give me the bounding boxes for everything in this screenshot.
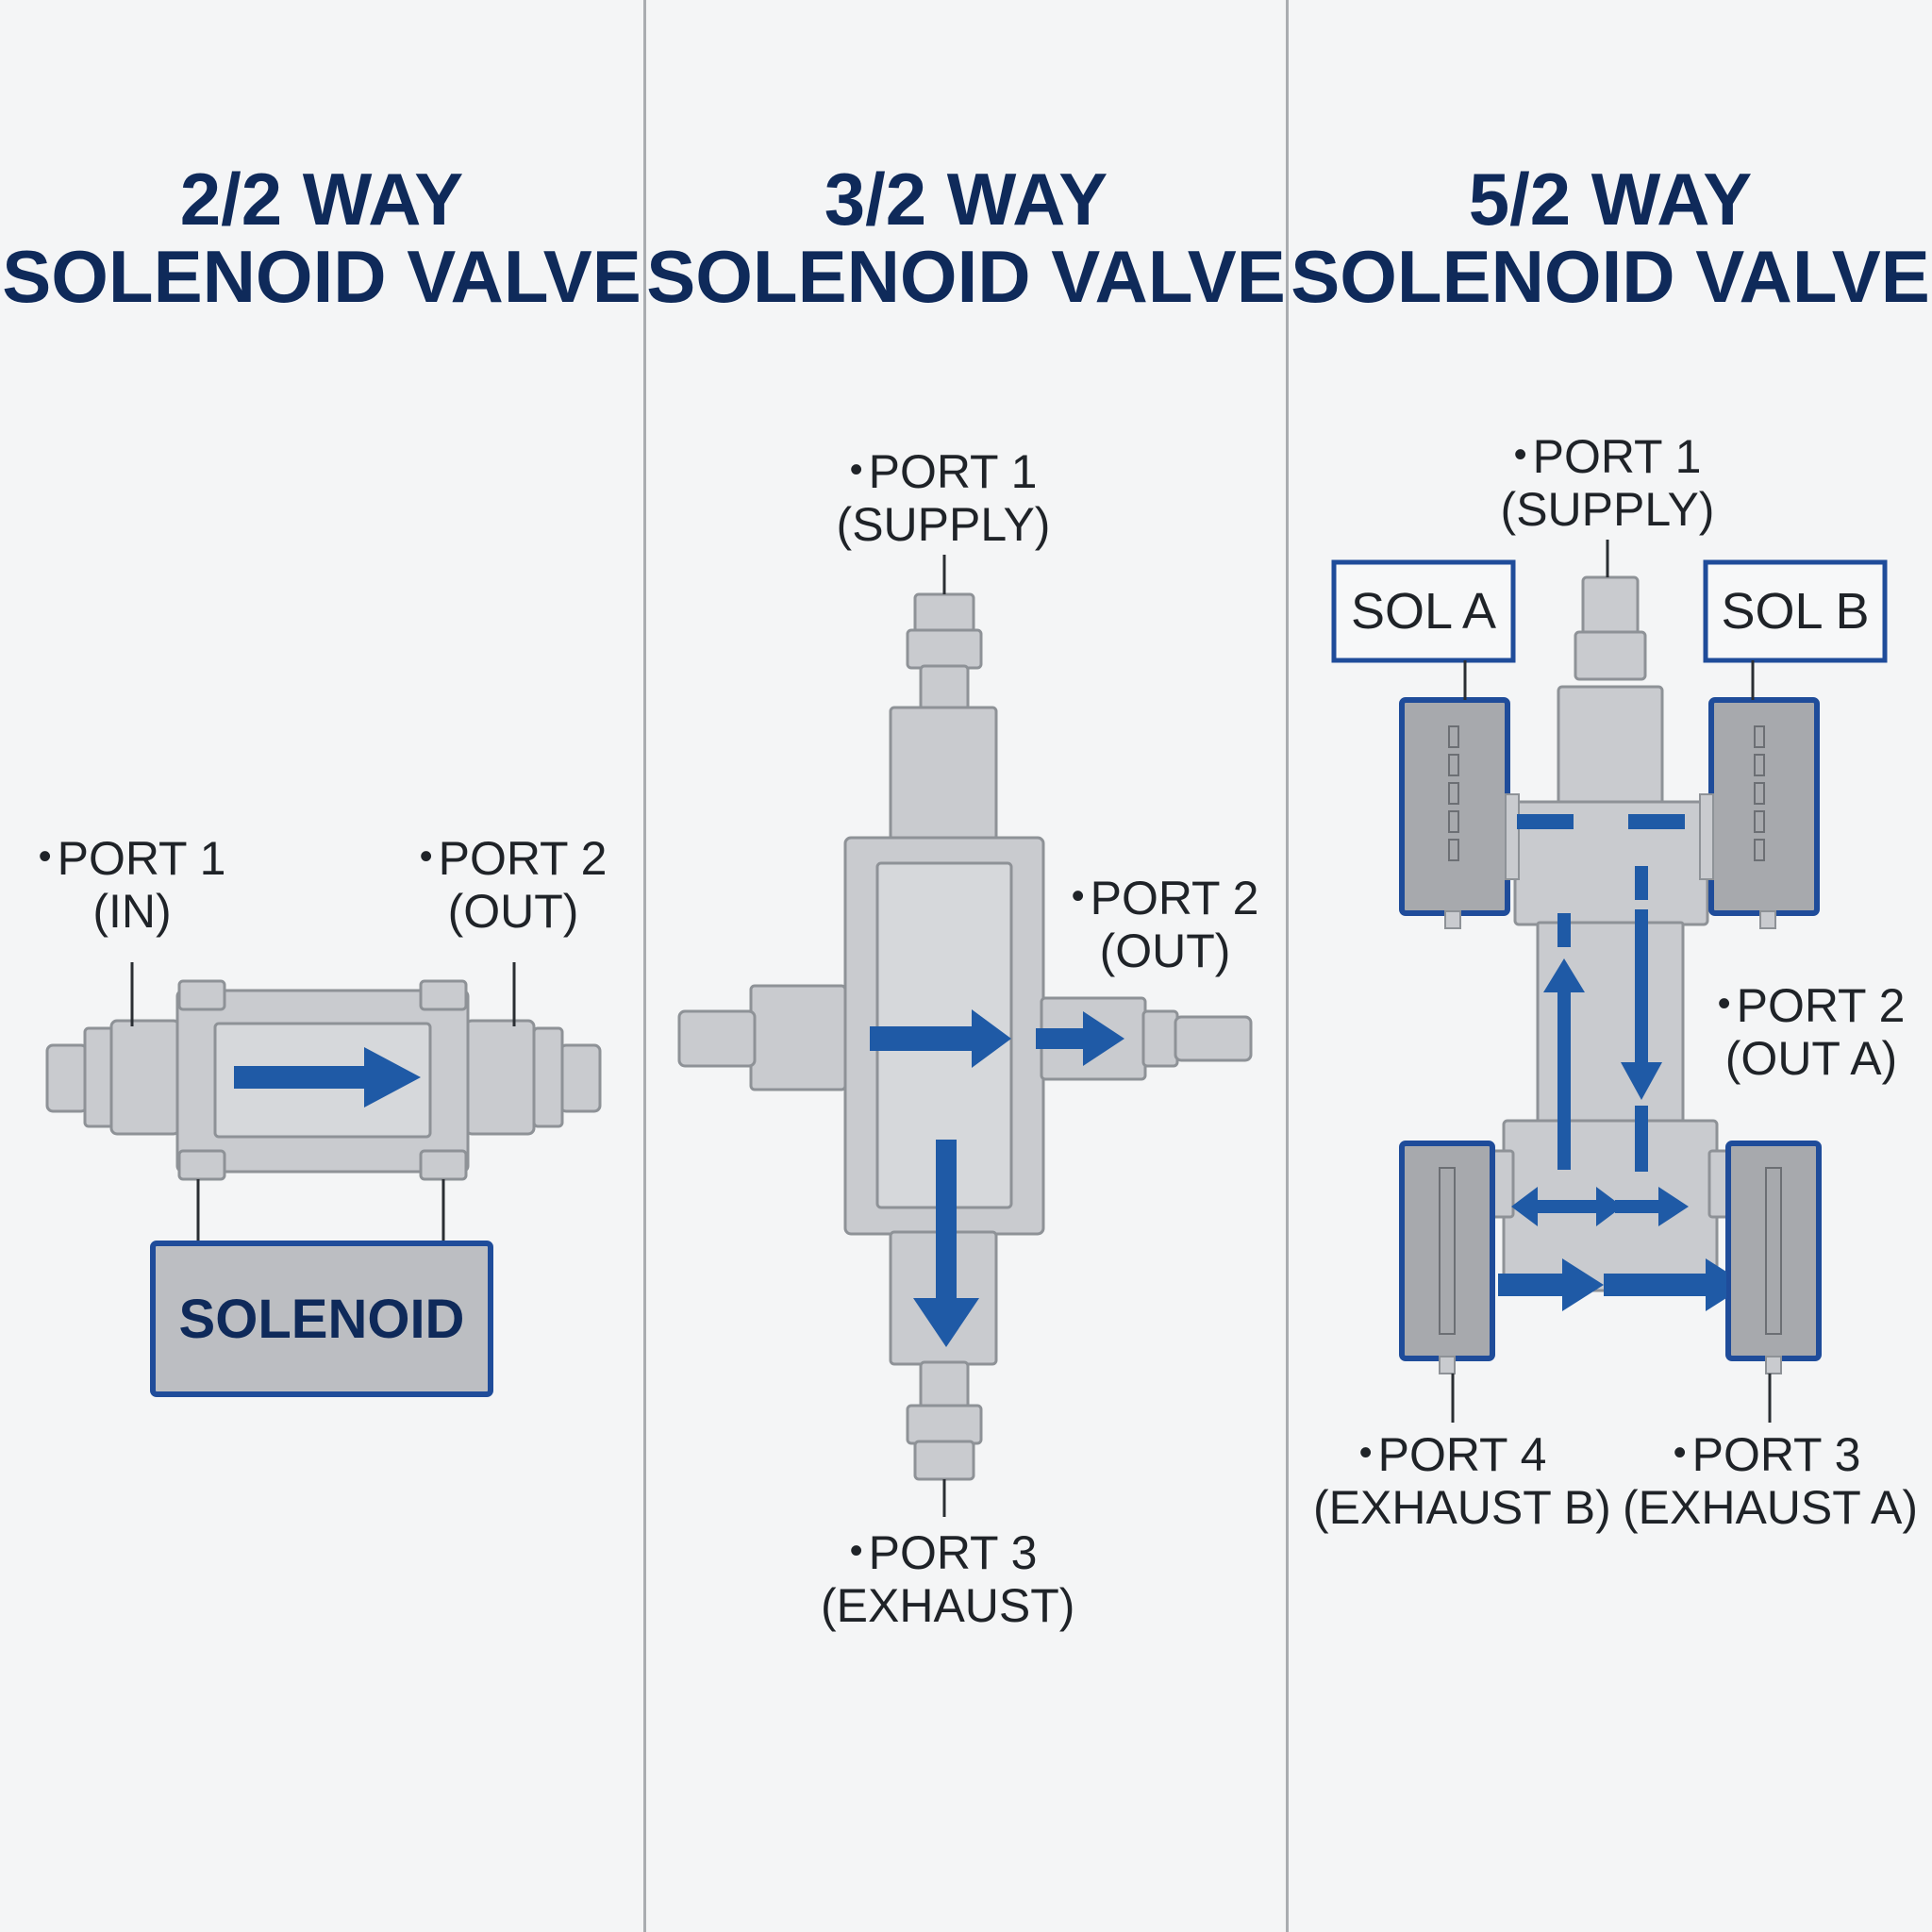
port-desc: (OUT) [1099, 924, 1231, 977]
bullet-icon: • [38, 836, 52, 877]
divider-left [643, 0, 646, 1932]
bullet-icon: • [1513, 434, 1527, 475]
bullet-icon: • [419, 836, 433, 877]
port-name: PORT 2 [438, 832, 608, 885]
port-desc: (SUPPLY) [836, 498, 1051, 551]
title-line-2: SOLENOID VALVE [2, 235, 641, 318]
title-3-2-way: 3/2 WAY SOLENOID VALVE [646, 160, 1286, 315]
port-name: PORT 4 [1377, 1428, 1547, 1481]
title-line-1: 2/2 WAY [179, 158, 464, 241]
solenoid-box [150, 1241, 493, 1397]
title-5-2-way: 5/2 WAY SOLENOID VALVE [1289, 160, 1932, 315]
solenoid-coil-a [1399, 697, 1520, 929]
port-desc: (EXHAUST A) [1623, 1481, 1919, 1534]
flow-arrows-5-2 [1498, 814, 1726, 1311]
label-5-2-port-1: •PORT 1 (SUPPLY) [1494, 428, 1721, 536]
port-desc: (SUPPLY) [1500, 483, 1715, 536]
sol-b-label: SOL B [1721, 583, 1870, 640]
lower-coil-right [1725, 1141, 1822, 1374]
label-5-2-port-4: •PORT 4 (EXHAUST B) [1313, 1426, 1611, 1534]
bullet-icon: • [1717, 983, 1731, 1024]
title-line-2: SOLENOID VALVE [1291, 235, 1930, 318]
title-2-2-way: 2/2 WAY SOLENOID VALVE [0, 160, 643, 315]
label-2-2-port-1: •PORT 1 (IN) [38, 830, 226, 938]
title-line-1: 5/2 WAY [1468, 158, 1753, 241]
port-desc: (OUT) [447, 885, 579, 938]
label-3-2-port-1: •PORT 1 (SUPPLY) [830, 443, 1057, 551]
port-name: PORT 1 [1532, 430, 1702, 483]
leader-lines-2-2 [130, 962, 516, 1243]
title-line-1: 3/2 WAY [824, 158, 1108, 241]
port-name: PORT 2 [1736, 979, 1906, 1032]
port-name: PORT 3 [1691, 1428, 1861, 1481]
port-desc: (OUT A) [1724, 1032, 1898, 1085]
flow-arrow-2-2 [234, 1047, 421, 1108]
port-name: PORT 3 [868, 1526, 1038, 1579]
port-desc: (EXHAUST) [821, 1579, 1075, 1632]
port-desc: (EXHAUST B) [1313, 1481, 1611, 1534]
bullet-icon: • [849, 1530, 863, 1572]
label-3-2-port-2: •PORT 2 (OUT) [1066, 870, 1264, 977]
title-line-2: SOLENOID VALVE [646, 235, 1286, 318]
label-5-2-port-3: •PORT 3 (EXHAUST A) [1623, 1426, 1919, 1534]
panel-2-2-way [0, 0, 643, 1932]
bullet-icon: • [1673, 1432, 1687, 1474]
bullet-icon: • [1358, 1432, 1373, 1474]
sol-a-label: SOL A [1350, 583, 1497, 640]
label-2-2-port-2: •PORT 2 (OUT) [411, 830, 615, 938]
bullet-icon: • [849, 449, 863, 491]
valve-5-2-body [1489, 575, 1734, 1292]
solenoid-coil-b [1699, 697, 1820, 929]
port-name: PORT 1 [57, 832, 226, 885]
label-3-2-port-3: •PORT 3 (EXHAUST) [821, 1524, 1075, 1632]
divider-right [1286, 0, 1289, 1932]
sol-label-boxes [1331, 559, 1888, 663]
port-name: PORT 1 [868, 445, 1038, 498]
port-name: PORT 2 [1090, 872, 1259, 924]
label-5-2-port-2: •PORT 2 (OUT A) [1717, 977, 1906, 1085]
solenoid-label: SOLENOID [178, 1288, 465, 1350]
bullet-icon: • [1071, 875, 1085, 917]
port-desc: (IN) [92, 885, 172, 938]
lower-coil-left [1399, 1141, 1495, 1374]
flow-arrows-3-2 [870, 1009, 1124, 1347]
leader-lines-5-2 [1451, 540, 1772, 1423]
